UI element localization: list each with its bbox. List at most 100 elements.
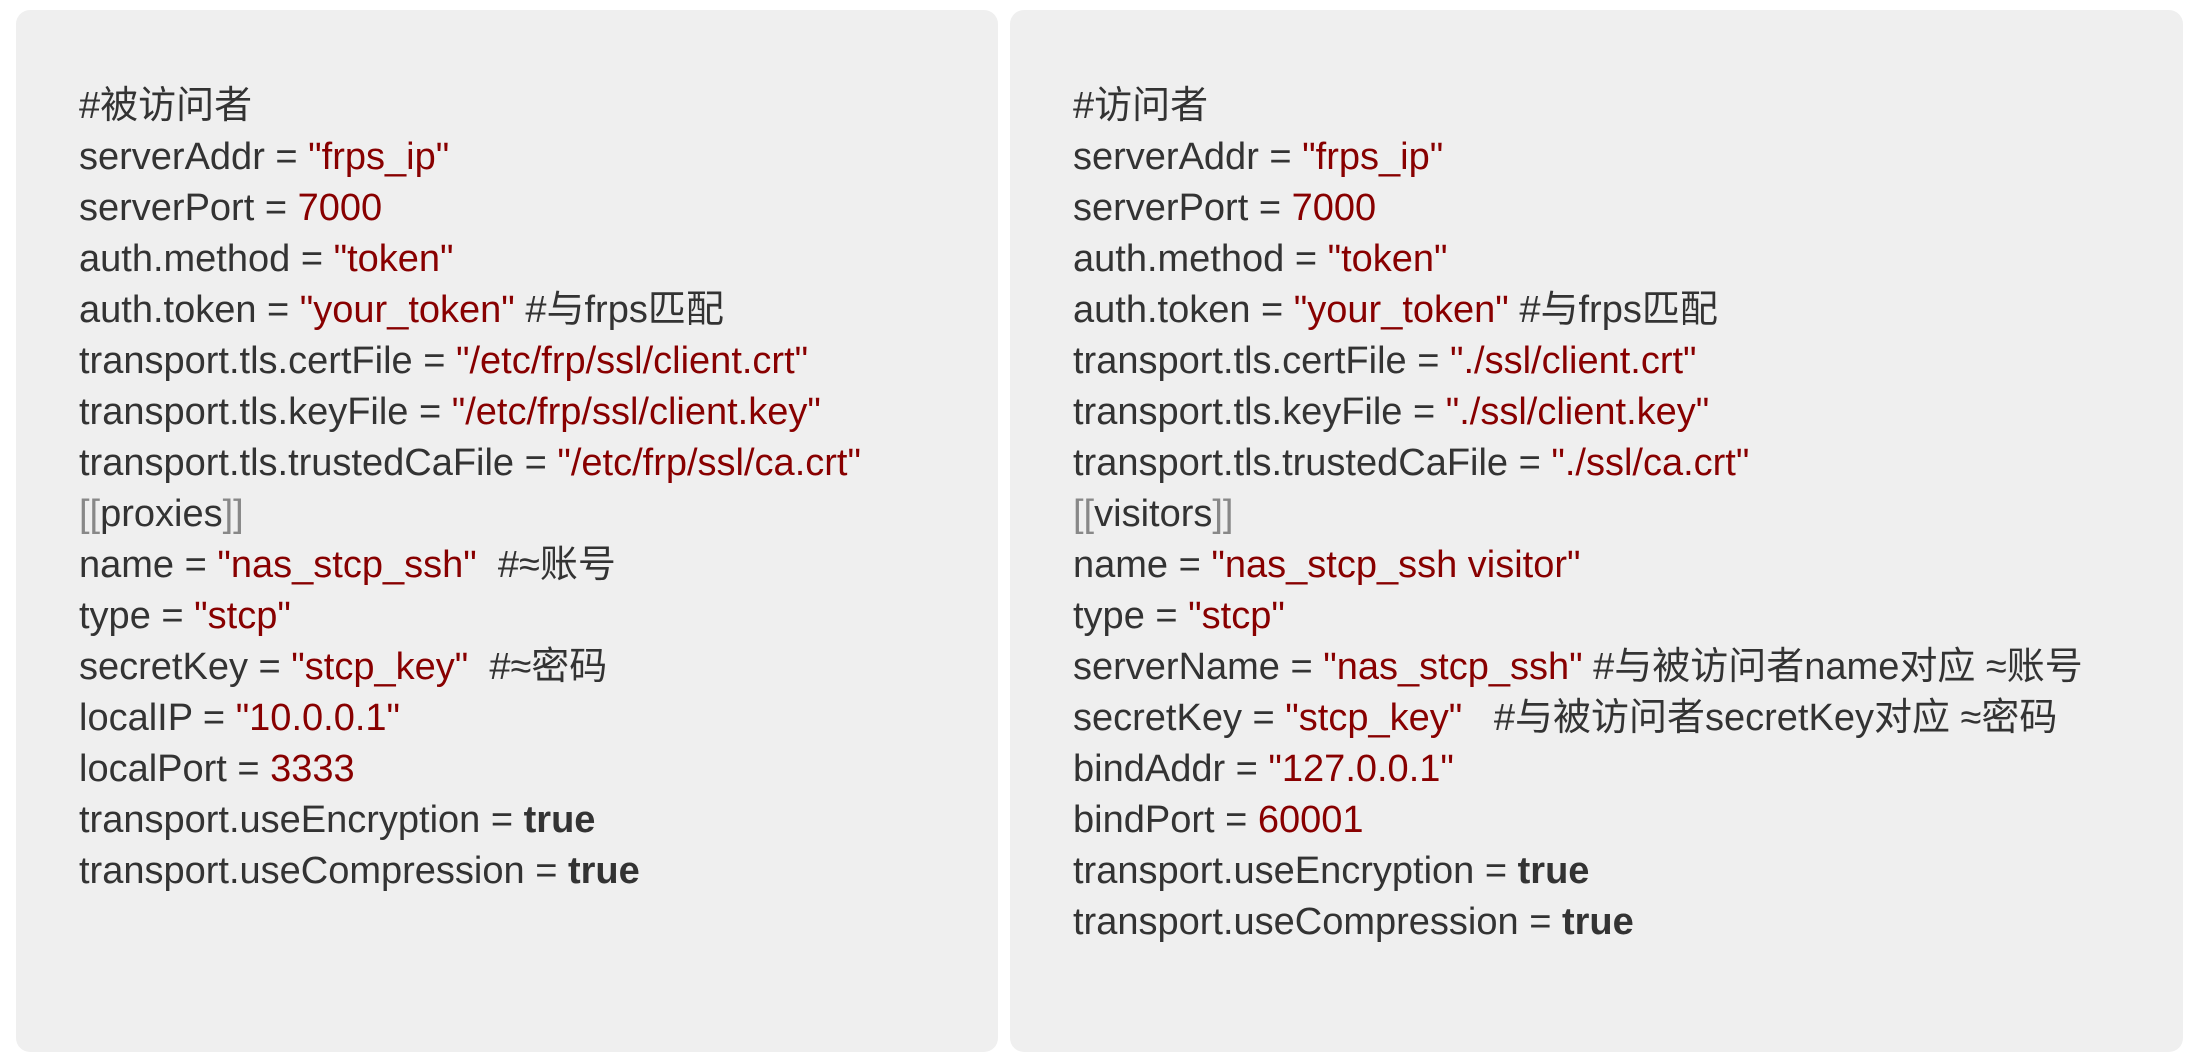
code-token: bindAddr = xyxy=(1073,748,1269,790)
code-token: "token" xyxy=(1327,238,1448,280)
code-line: transport.useCompression = true xyxy=(1073,897,2083,948)
code-token: #与frps匹配 xyxy=(1508,289,1718,331)
code-token: transport.tls.trustedCaFile = xyxy=(1073,442,1552,484)
code-token: 3333 xyxy=(270,748,355,790)
code-line: auth.token = "your_token" #与frps匹配 xyxy=(1073,285,2083,336)
code-token: "./ssl/ca.crt" xyxy=(1551,442,1750,484)
code-token: "your_token" xyxy=(1293,289,1509,331)
code-token: name = xyxy=(79,544,218,586)
code-token: #被访问者 xyxy=(79,85,253,127)
code-token: auth.token = xyxy=(1073,289,1294,331)
code-token: 7000 xyxy=(1291,187,1377,229)
code-token: true xyxy=(523,799,596,841)
code-token: #访问者 xyxy=(1073,85,1209,127)
code-token: ]] xyxy=(1212,493,1234,535)
code-token: "127.0.0.1" xyxy=(1268,748,1454,790)
code-token: name = xyxy=(1073,544,1212,586)
code-token: "./ssl/client.key" xyxy=(1445,391,1710,433)
code-token: secretKey = xyxy=(1073,697,1286,739)
code-token: #与frps匹配 xyxy=(514,289,724,331)
code-token: serverName = xyxy=(1073,646,1324,688)
code-token: auth.method = xyxy=(1073,238,1328,280)
code-token: proxies xyxy=(100,493,223,535)
code-line: transport.useCompression = true xyxy=(79,846,861,897)
code-token: type = xyxy=(79,595,195,637)
code-line: transport.tls.trustedCaFile = "/etc/frp/… xyxy=(79,438,861,489)
code-token: #≈密码 xyxy=(468,646,608,688)
code-token: 60001 xyxy=(1257,799,1364,841)
code-token: "frps_ip" xyxy=(1302,136,1444,178)
code-token: serverPort = xyxy=(1073,187,1292,229)
code-token: true xyxy=(1561,901,1634,943)
code-line: #被访问者 xyxy=(79,81,861,132)
code-line: localIP = "10.0.0.1" xyxy=(79,693,861,744)
code-line: type = "stcp" xyxy=(1073,591,2083,642)
code-token: "your_token" xyxy=(299,289,515,331)
code-line: secretKey = "stcp_key" #与被访问者secretKey对应… xyxy=(1073,693,2083,744)
code-token: serverPort = xyxy=(79,187,298,229)
code-token: transport.useCompression = xyxy=(79,850,568,892)
code-line: transport.tls.certFile = "/etc/frp/ssl/c… xyxy=(79,336,861,387)
code-token: transport.useEncryption = xyxy=(79,799,524,841)
code-token: localPort = xyxy=(79,748,271,790)
code-token: "nas_stcp_ssh" xyxy=(217,544,477,586)
code-line: transport.tls.keyFile = "/etc/frp/ssl/cl… xyxy=(79,387,861,438)
code-line: transport.tls.trustedCaFile = "./ssl/ca.… xyxy=(1073,438,2083,489)
code-token: [[ xyxy=(1073,493,1095,535)
code-line: transport.useEncryption = true xyxy=(79,795,861,846)
code-token: [[ xyxy=(79,493,101,535)
code-token: serverAddr = xyxy=(1073,136,1303,178)
code-token: "/etc/frp/ssl/client.key" xyxy=(451,391,821,433)
code-line: transport.useEncryption = true xyxy=(1073,846,2083,897)
code-line: serverPort = 7000 xyxy=(79,183,861,234)
code-token: #≈账号 xyxy=(476,544,616,586)
code-line: #访问者 xyxy=(1073,81,2083,132)
code-token: "stcp" xyxy=(194,595,291,637)
code-token: #与被访问者secretKey对应 ≈密码 xyxy=(1462,697,2058,739)
code-line: bindAddr = "127.0.0.1" xyxy=(1073,744,2083,795)
code-line: secretKey = "stcp_key" #≈密码 xyxy=(79,642,861,693)
code-line: name = "nas_stcp_ssh visitor" xyxy=(1073,540,2083,591)
code-token: transport.tls.keyFile = xyxy=(79,391,452,433)
code-token: true xyxy=(567,850,640,892)
code-token: transport.tls.keyFile = xyxy=(1073,391,1446,433)
code-token: "/etc/frp/ssl/client.crt" xyxy=(455,340,809,382)
code-token: transport.useCompression = xyxy=(1073,901,1562,943)
code-token: "stcp_key" xyxy=(1285,697,1463,739)
code-token: "stcp_key" xyxy=(291,646,469,688)
code-token: "nas_stcp_ssh" xyxy=(1323,646,1583,688)
code-token: transport.useEncryption = xyxy=(1073,850,1518,892)
code-token: transport.tls.certFile = xyxy=(1073,340,1450,382)
code-token: transport.tls.trustedCaFile = xyxy=(79,442,558,484)
code-line: serverAddr = "frps_ip" xyxy=(1073,132,2083,183)
code-line: auth.method = "token" xyxy=(79,234,861,285)
code-token: 7000 xyxy=(297,187,383,229)
code-line: name = "nas_stcp_ssh" #≈账号 xyxy=(79,540,861,591)
code-token: localIP = xyxy=(79,697,236,739)
code-token: "nas_stcp_ssh visitor" xyxy=(1211,544,1581,586)
code-token: auth.method = xyxy=(79,238,334,280)
code-token: transport.tls.certFile = xyxy=(79,340,456,382)
code-token: "./ssl/client.crt" xyxy=(1449,340,1697,382)
code-line: localPort = 3333 xyxy=(79,744,861,795)
code-line: transport.tls.keyFile = "./ssl/client.ke… xyxy=(1073,387,2083,438)
code-token: "token" xyxy=(333,238,454,280)
code-line: serverPort = 7000 xyxy=(1073,183,2083,234)
code-token: "stcp" xyxy=(1188,595,1285,637)
code-content: #被访问者 serverAddr = "frps_ip"serverPort = … xyxy=(79,81,861,897)
code-token: "frps_ip" xyxy=(308,136,450,178)
code-line: [[proxies]] xyxy=(79,489,861,540)
code-token: visitors xyxy=(1094,493,1213,535)
code-line: auth.token = "your_token" #与frps匹配 xyxy=(79,285,861,336)
code-line: serverName = "nas_stcp_ssh" #与被访问者name对应… xyxy=(1073,642,2083,693)
code-token: "/etc/frp/ssl/ca.crt" xyxy=(557,442,861,484)
code-block-frpc-server: #被访问者 serverAddr = "frps_ip"serverPort = … xyxy=(16,10,998,1052)
code-line: serverAddr = "frps_ip" xyxy=(79,132,861,183)
code-token: "10.0.0.1" xyxy=(235,697,401,739)
code-token: type = xyxy=(1073,595,1189,637)
code-token: #与被访问者name对应 ≈账号 xyxy=(1582,646,2083,688)
code-line: [[visitors]] xyxy=(1073,489,2083,540)
code-line: bindPort = 60001 xyxy=(1073,795,2083,846)
